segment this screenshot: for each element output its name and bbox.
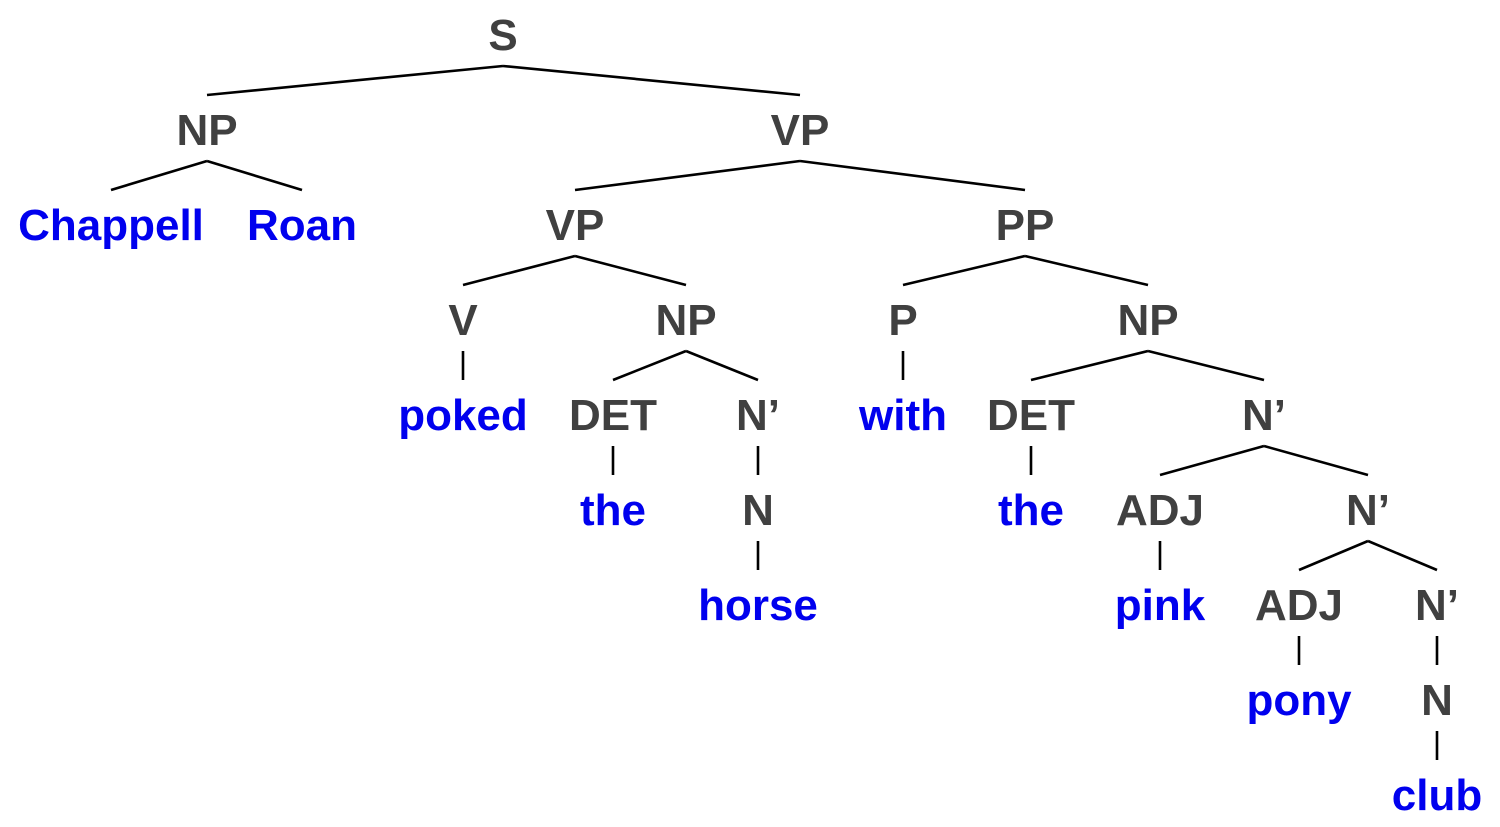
edge-np_subj-to-chappell bbox=[110, 159, 208, 192]
tree-edges bbox=[110, 64, 1439, 760]
tree-labels: S NP Chappell Roan VP VP V poked NP DET … bbox=[18, 11, 1482, 820]
det-object-node: DET bbox=[569, 391, 657, 440]
word-chappell: Chappell bbox=[18, 201, 204, 250]
edge-pp-to-np_pp bbox=[1024, 254, 1149, 287]
word-pink: pink bbox=[1115, 581, 1206, 630]
edge-s-to-vp_top bbox=[502, 64, 801, 97]
p-node: P bbox=[888, 296, 917, 345]
nbar-2-node: N’ bbox=[1346, 486, 1390, 535]
np-pp-node: NP bbox=[1117, 296, 1178, 345]
vp-top-node: VP bbox=[771, 106, 830, 155]
edge-s-to-np_subj bbox=[206, 64, 504, 97]
n-object-node: N bbox=[742, 486, 774, 535]
edge-np_subj-to-roan bbox=[206, 159, 303, 192]
nbar-object-node: N’ bbox=[736, 391, 780, 440]
nbar-1-node: N’ bbox=[1242, 391, 1286, 440]
edge-np_pp-to-nbar_1 bbox=[1147, 349, 1265, 382]
word-the-pp: the bbox=[998, 486, 1064, 535]
np-object-node: NP bbox=[655, 296, 716, 345]
edge-nbar_1-to-adj_1 bbox=[1159, 444, 1265, 477]
det-pp-node: DET bbox=[987, 391, 1075, 440]
v-node: V bbox=[448, 296, 478, 345]
word-pony: pony bbox=[1246, 676, 1352, 725]
nbar-3-node: N’ bbox=[1415, 581, 1459, 630]
word-roan: Roan bbox=[247, 201, 357, 250]
edge-np_pp-to-det_pp bbox=[1030, 349, 1149, 382]
edge-pp-to-p bbox=[902, 254, 1026, 287]
s-node: S bbox=[488, 11, 517, 60]
edge-vp_inner-to-v bbox=[462, 254, 576, 287]
adj-1-node: ADJ bbox=[1116, 486, 1204, 535]
edge-vp_inner-to-np_obj bbox=[574, 254, 687, 287]
word-horse: horse bbox=[698, 581, 818, 630]
word-the-object: the bbox=[580, 486, 646, 535]
edge-nbar_2-to-nbar_3 bbox=[1367, 539, 1438, 572]
adj-2-node: ADJ bbox=[1255, 581, 1343, 630]
edge-nbar_2-to-adj_2 bbox=[1298, 539, 1369, 572]
edge-vp_top-to-pp bbox=[799, 159, 1026, 192]
n-pp-node: N bbox=[1421, 676, 1453, 725]
word-with: with bbox=[858, 391, 947, 440]
pp-node: PP bbox=[996, 201, 1055, 250]
edge-np_obj-to-nbar_obj bbox=[685, 349, 759, 382]
edge-vp_top-to-vp_inner bbox=[574, 159, 801, 192]
word-poked: poked bbox=[398, 391, 528, 440]
word-club: club bbox=[1392, 771, 1482, 820]
edge-np_obj-to-det_obj bbox=[612, 349, 687, 382]
edge-nbar_1-to-nbar_2 bbox=[1263, 444, 1369, 477]
np-subject-node: NP bbox=[176, 106, 237, 155]
vp-inner-node: VP bbox=[546, 201, 605, 250]
